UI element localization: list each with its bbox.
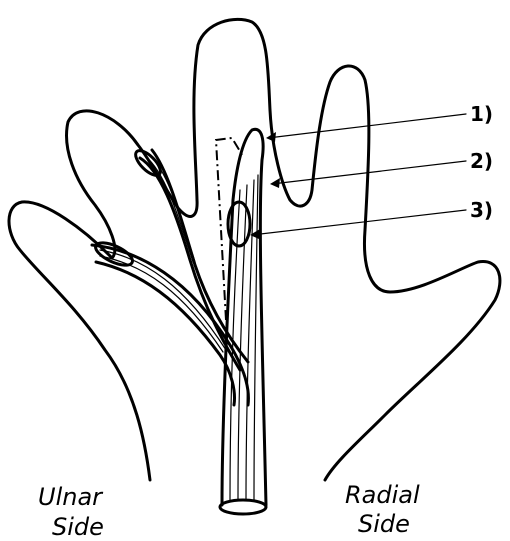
marker-label-2: 2) — [470, 149, 493, 173]
tendon-cut-end — [220, 500, 266, 514]
main-tendon — [220, 129, 266, 514]
leader-line-3 — [252, 210, 466, 235]
radial-side-label-line1: Radial — [345, 481, 420, 509]
radial-side-label-line2: Side — [358, 510, 410, 538]
ulnar-side-label-line1: Ulnar — [38, 483, 104, 511]
marker-label-1: 1) — [470, 102, 493, 126]
arrowhead-2 — [270, 178, 280, 188]
leader-line-1 — [268, 114, 466, 138]
ulnar-side-label-line2: Side — [52, 513, 104, 541]
marker-label-3: 3) — [470, 198, 493, 222]
